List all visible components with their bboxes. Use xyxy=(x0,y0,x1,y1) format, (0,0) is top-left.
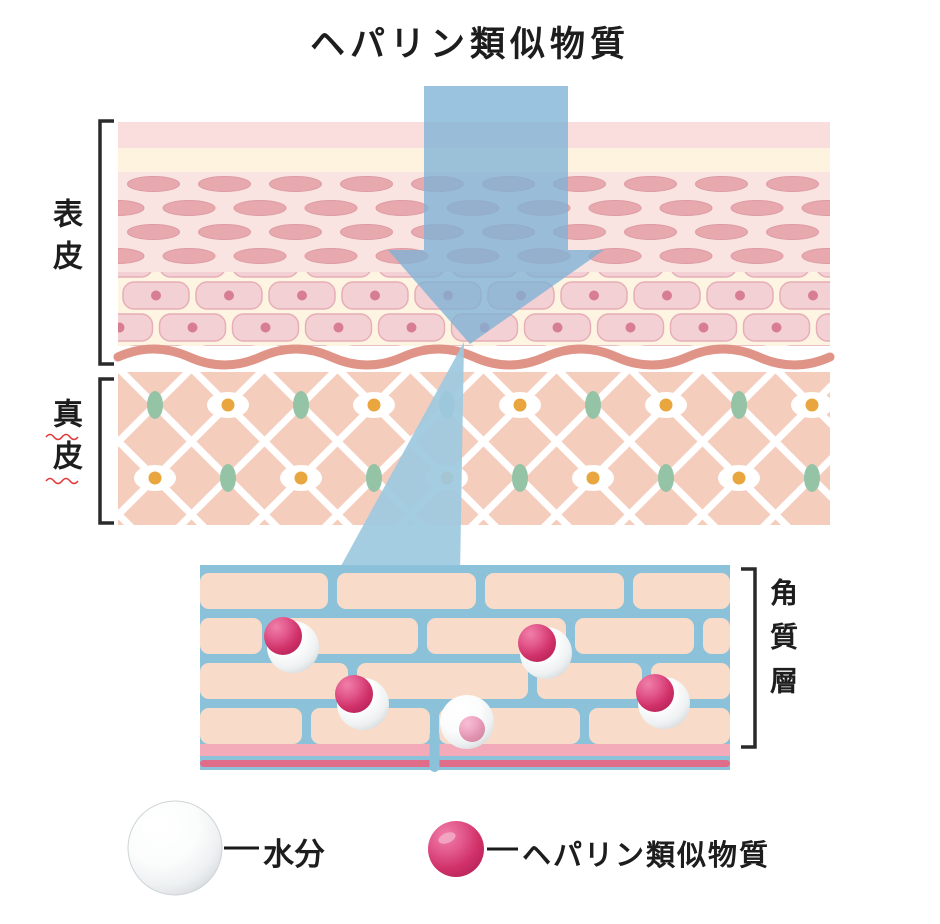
heparinoid-sphere xyxy=(518,624,556,662)
stratum-bracket xyxy=(741,567,757,749)
sphere-cluster xyxy=(335,675,389,730)
moisture-channel-drip xyxy=(429,730,440,772)
spellcheck-squiggles xyxy=(45,433,79,485)
sphere-cluster xyxy=(518,624,572,679)
legend-moisture-label: 水分 xyxy=(263,837,325,873)
dermis-bracket xyxy=(98,377,114,525)
heparinoid-legend-sphere xyxy=(428,821,484,877)
sphere-cluster xyxy=(440,695,494,749)
inset-bottom-band xyxy=(200,744,730,756)
legend-graphics xyxy=(127,800,518,896)
inset-bottom-line xyxy=(200,760,730,767)
page-title: ヘパリン類似物質 xyxy=(309,25,630,65)
sphere-cluster xyxy=(264,617,319,673)
dermis-layer xyxy=(118,372,830,525)
section-brackets xyxy=(98,119,757,749)
legend-heparinoid-label: ヘパリン類似物質 xyxy=(522,838,771,872)
dermis-lattice xyxy=(118,372,830,525)
heparinoid-sphere xyxy=(459,716,485,742)
heparinoid-sphere xyxy=(636,674,674,712)
sphere-highlight xyxy=(438,832,456,844)
epidermis-label: 表皮 xyxy=(47,198,82,282)
sphere-cluster xyxy=(636,674,690,729)
zoom-beam xyxy=(336,342,464,575)
heparinoid-sphere xyxy=(335,675,373,713)
epidermis-bracket xyxy=(98,119,114,366)
stratum-corneum-inset xyxy=(200,565,730,772)
sphere-highlight xyxy=(141,814,171,834)
basement-membrane-wave xyxy=(113,344,835,370)
heparinoid-sphere xyxy=(264,617,302,655)
stratum-corneum-label: 角質層 xyxy=(766,578,799,710)
arrow-down-icon xyxy=(388,86,604,344)
dermis-label: 真皮 xyxy=(47,398,82,482)
moisture-legend-sphere xyxy=(127,800,223,896)
